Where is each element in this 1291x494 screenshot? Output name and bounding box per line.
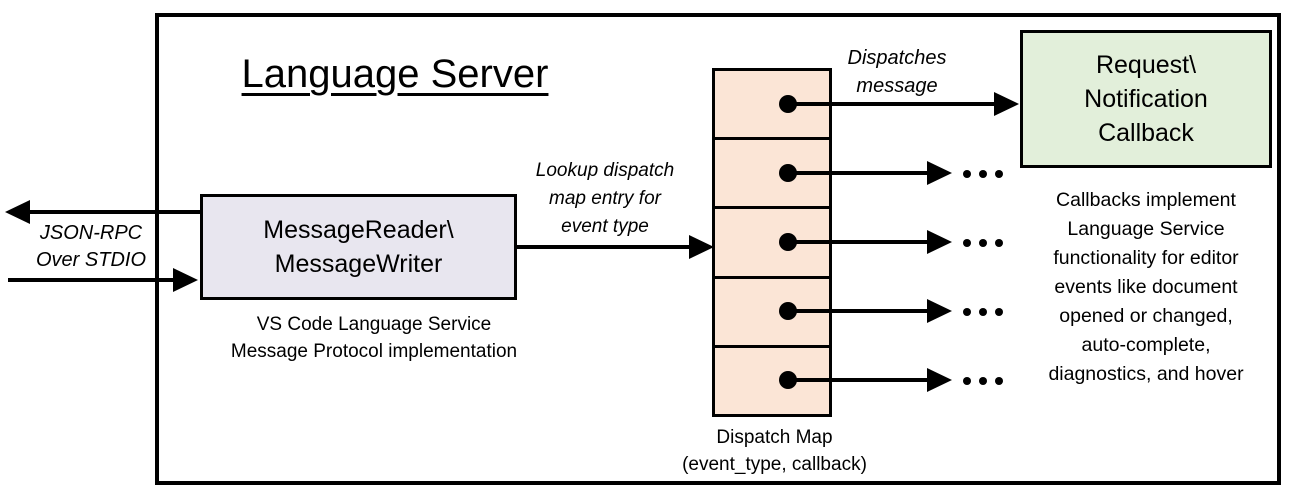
map-caption-line-2: (event_type, callback): [682, 454, 867, 475]
dispatch-map-caption: Dispatch Map (event_type, callback): [647, 424, 902, 478]
callback-note-line: auto-complete,: [1081, 334, 1211, 356]
dispatch-map-cell: [715, 278, 829, 348]
callback-note-line: Language Service: [1067, 218, 1225, 240]
dispatch-map-cell: [715, 347, 829, 415]
language-server-boundary-box: [155, 13, 1281, 485]
dispatch-map-table: [712, 68, 832, 417]
callback-note-line: opened or changed,: [1059, 305, 1233, 327]
dispatches-label-line-2: message: [856, 75, 938, 97]
dispatches-message-label: Dispatches message: [828, 44, 966, 100]
callbacks-description-note: Callbacks implement Language Service fun…: [1010, 186, 1282, 389]
reader-box-line-1: MessageReader\: [263, 216, 454, 244]
message-reader-writer-box: MessageReader\ MessageWriter: [200, 194, 517, 300]
callback-box-line-1: Request\: [1095, 51, 1197, 79]
lookup-label-line-2: map entry for: [549, 188, 661, 209]
lookup-dispatch-label: Lookup dispatch map entry for event type: [510, 157, 700, 241]
callback-note-line: Callbacks implement: [1056, 189, 1236, 211]
json-rpc-stdio-label: JSON-RPC Over STDIO: [5, 220, 177, 274]
callback-note-line: events like document: [1054, 276, 1238, 298]
json-rpc-label-line-2: Over STDIO: [35, 249, 146, 271]
callback-box-line-2: Notification: [1084, 85, 1208, 113]
callback-box-line-3: Callback: [1098, 119, 1194, 147]
callback-note-line: diagnostics, and hover: [1048, 363, 1244, 385]
callback-note-line: functionality for editor: [1053, 247, 1239, 269]
dispatch-map-cell: [715, 140, 829, 210]
request-notification-callback-box: Request\ Notification Callback: [1020, 30, 1272, 168]
reader-caption-line-2: Message Protocol implementation: [230, 341, 518, 362]
diagram-title: Language Server: [241, 52, 549, 96]
reader-box-caption: VS Code Language Service Message Protoco…: [213, 311, 535, 365]
lookup-label-line-1: Lookup dispatch: [535, 160, 675, 181]
json-rpc-label-line-1: JSON-RPC: [39, 222, 143, 244]
dispatch-map-cell: [715, 209, 829, 279]
dispatches-label-line-1: Dispatches: [847, 47, 947, 69]
dispatch-map-cell: [715, 71, 829, 141]
lookup-label-line-3: event type: [561, 216, 649, 237]
reader-caption-line-1: VS Code Language Service: [256, 314, 492, 335]
reader-box-line-2: MessageWriter: [274, 250, 443, 278]
map-caption-line-1: Dispatch Map: [716, 427, 833, 448]
